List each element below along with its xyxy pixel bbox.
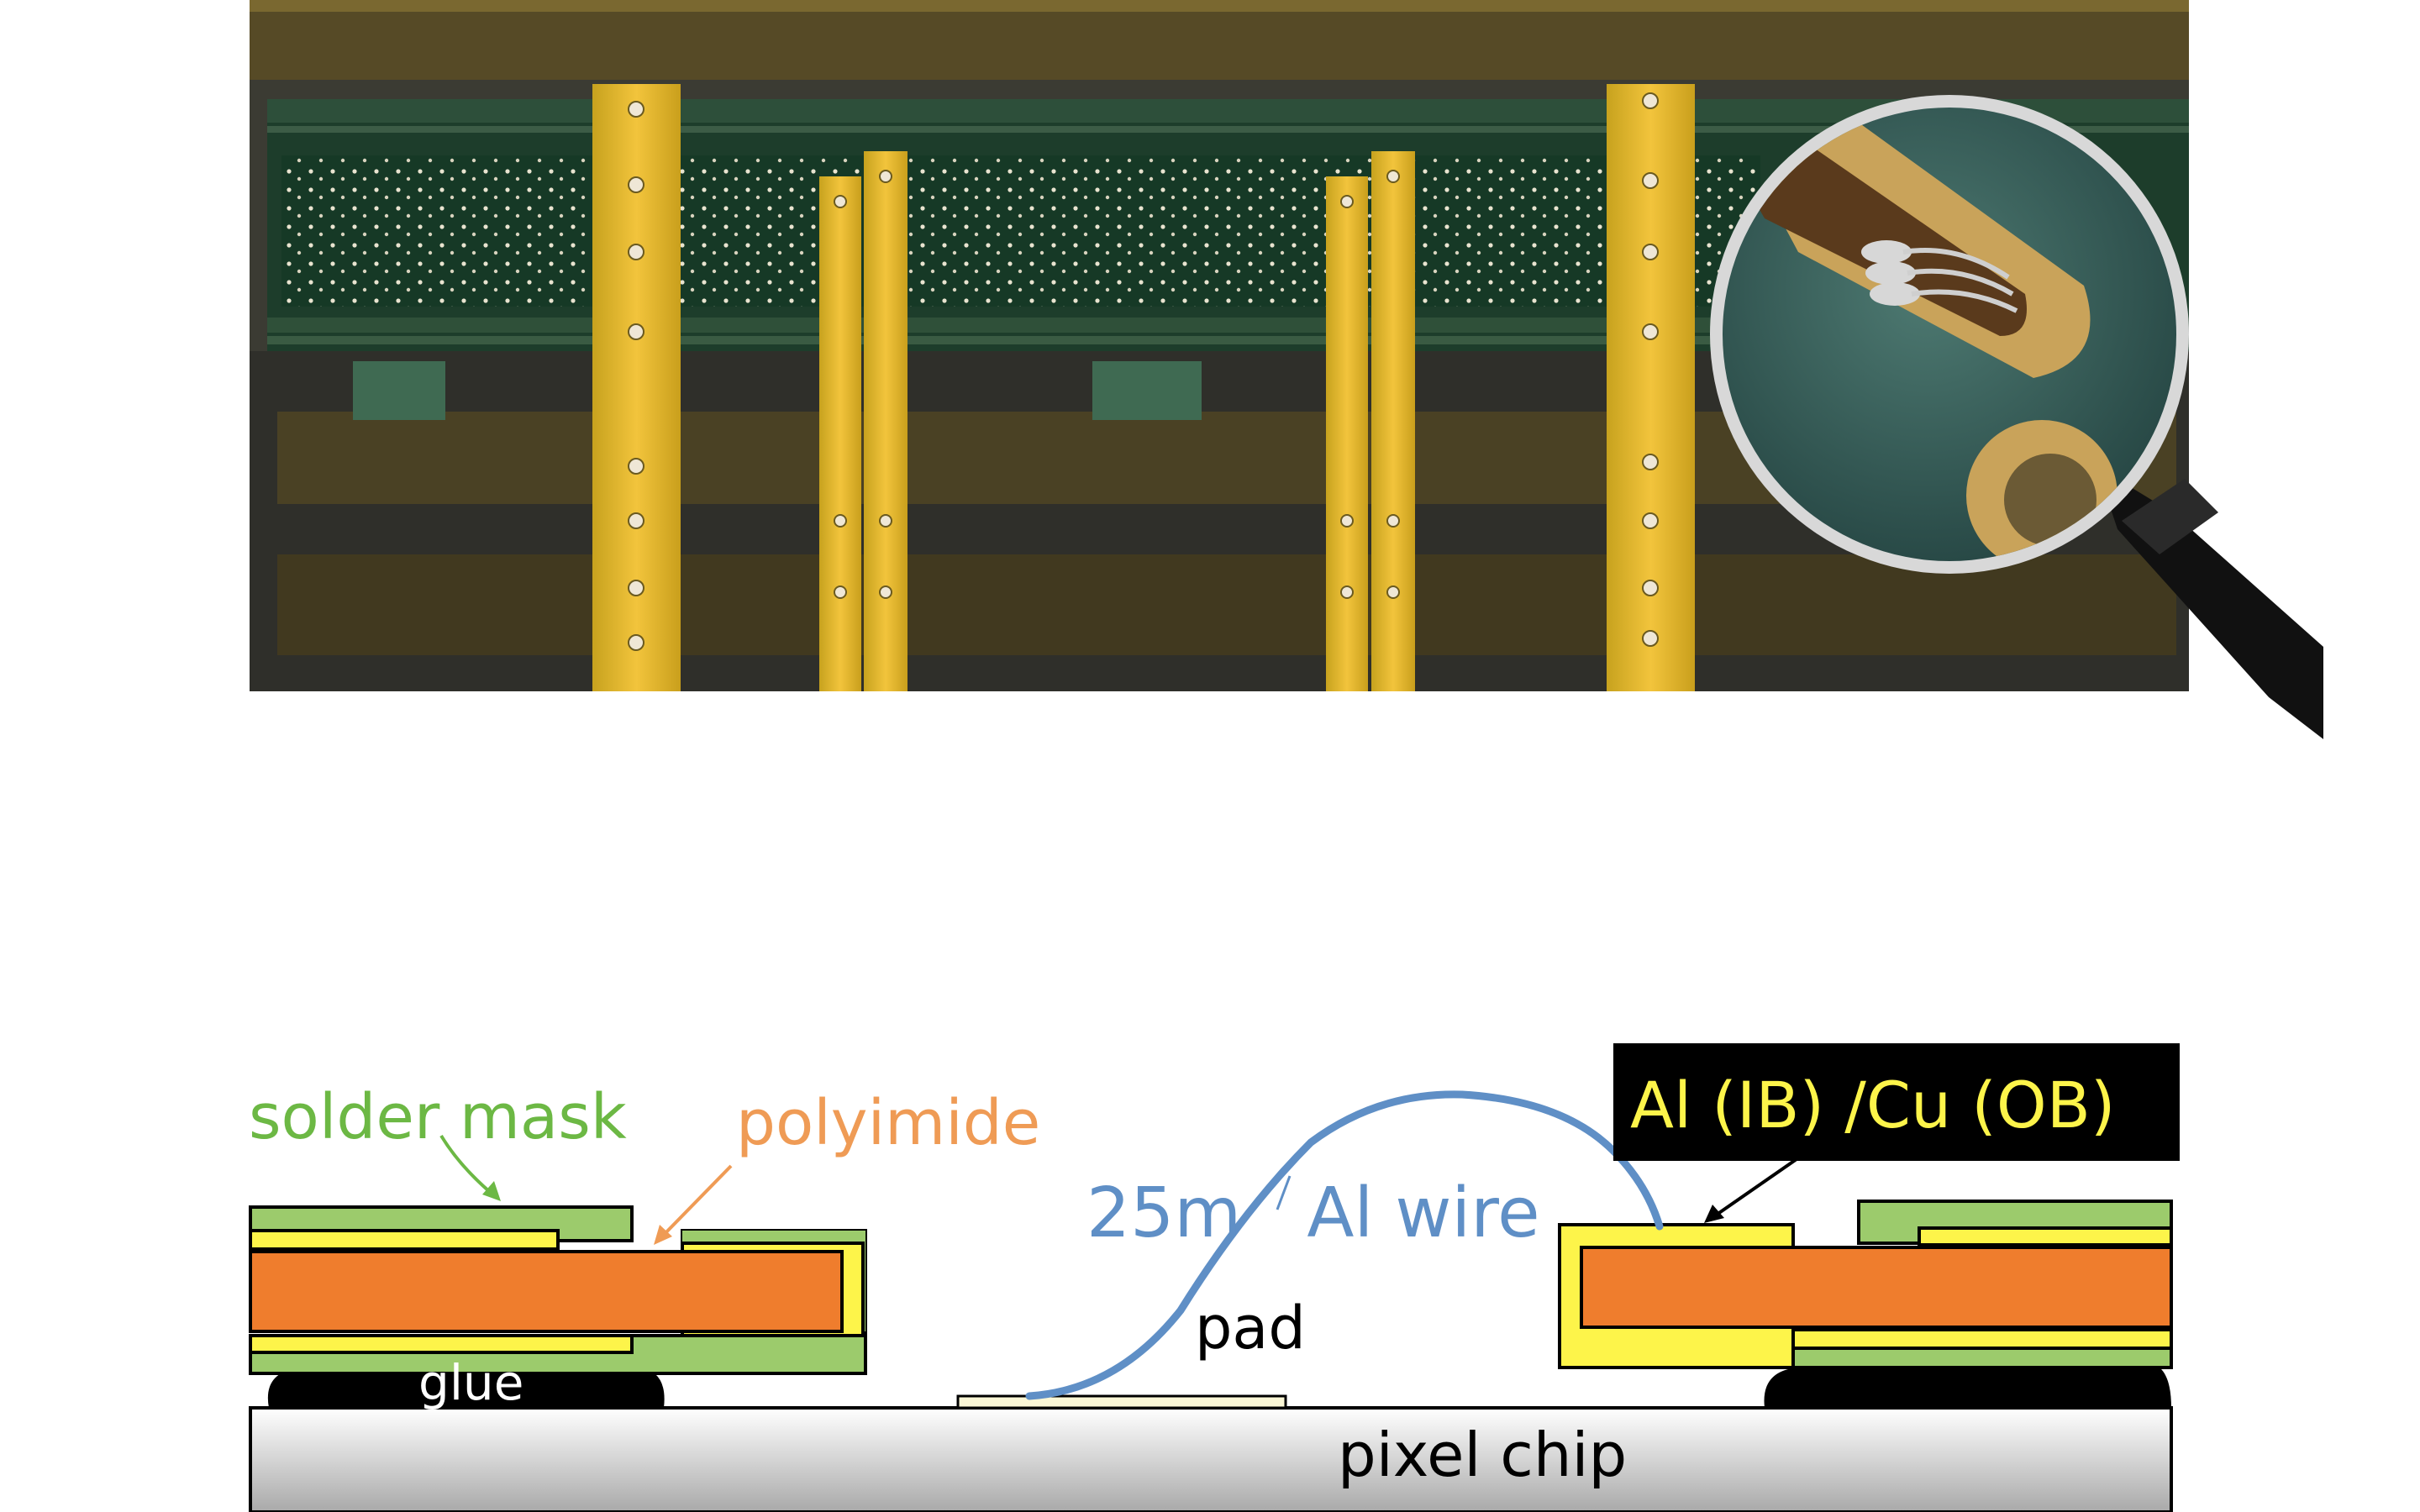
- fpc-right: [1560, 1201, 2171, 1368]
- metal-label: Al (IB) /Cu (OB): [1630, 1068, 2116, 1142]
- metal-arrow: [1714, 1159, 1797, 1216]
- polyimide-label: polyimide: [736, 1087, 1040, 1159]
- pixel-chip: [250, 1408, 2171, 1512]
- glue-right: [1765, 1368, 2172, 1408]
- fpc-left: [250, 1207, 865, 1373]
- pad-label: pad: [1195, 1294, 1306, 1362]
- pixel-chip-label: pixel chip: [1338, 1420, 1627, 1490]
- glue-label: glue: [418, 1354, 523, 1411]
- polyimide-arrow: [660, 1166, 731, 1239]
- wire-label: 25m Al wire: [1086, 1173, 1540, 1253]
- solder-mask-label: solder mask: [249, 1081, 627, 1153]
- bond-pad: [958, 1396, 1286, 1408]
